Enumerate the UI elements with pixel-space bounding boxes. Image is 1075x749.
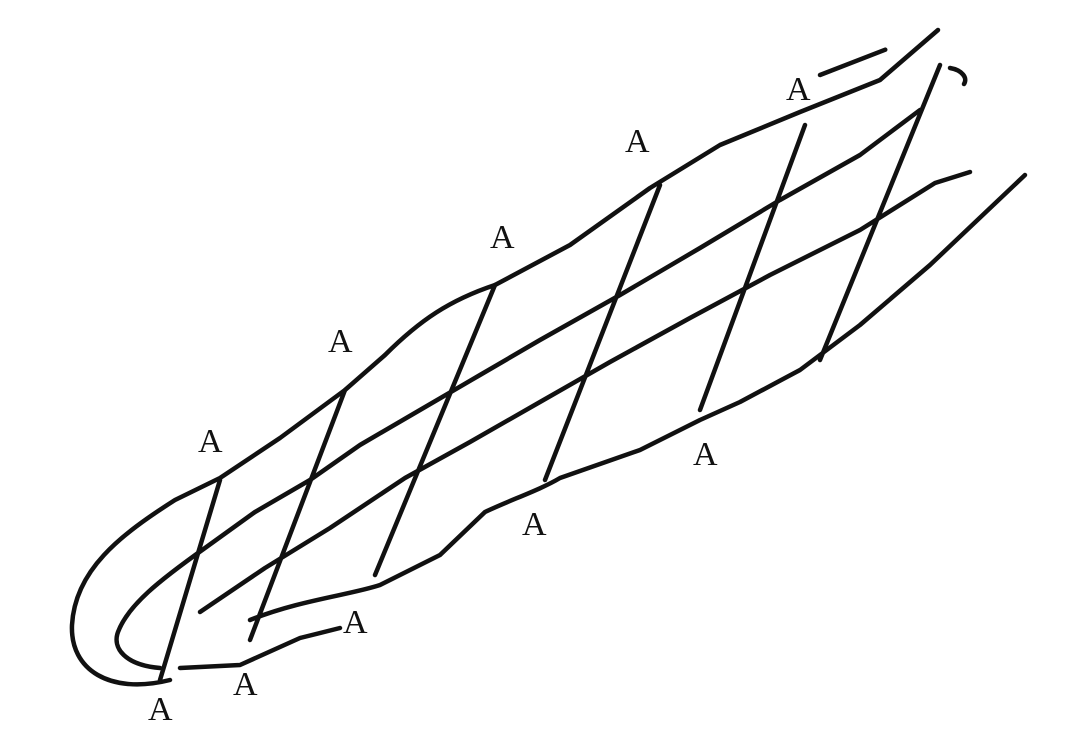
outer-envelope	[69, 27, 1028, 687]
outer-top-dash	[817, 39, 908, 78]
bottom-strand	[247, 172, 1028, 623]
label-a-9: A	[233, 666, 258, 703]
wire-5	[697, 122, 808, 413]
bottom-closing-strand	[177, 625, 343, 671]
label-a-6: A	[693, 436, 718, 473]
label-a-8: A	[343, 604, 368, 641]
right-end-hook	[947, 65, 968, 87]
label-a-2: A	[625, 123, 650, 160]
crossing-wires	[157, 62, 943, 683]
outer-top-strand	[69, 27, 941, 687]
label-a-5: A	[198, 423, 223, 460]
label-a-7: A	[522, 506, 547, 543]
wire-6	[817, 62, 943, 363]
lower-strand	[197, 169, 973, 615]
wire-4	[542, 182, 663, 483]
point-labels: A A A A A A A A A A	[148, 71, 811, 728]
label-a-3: A	[490, 219, 515, 256]
wire-3	[372, 282, 498, 578]
label-a-10: A	[148, 691, 173, 728]
label-a-1: A	[786, 71, 811, 108]
wire-2	[247, 387, 348, 643]
label-a-4: A	[328, 323, 353, 360]
inner-loop-strand	[114, 107, 923, 671]
wire-1	[157, 477, 223, 683]
